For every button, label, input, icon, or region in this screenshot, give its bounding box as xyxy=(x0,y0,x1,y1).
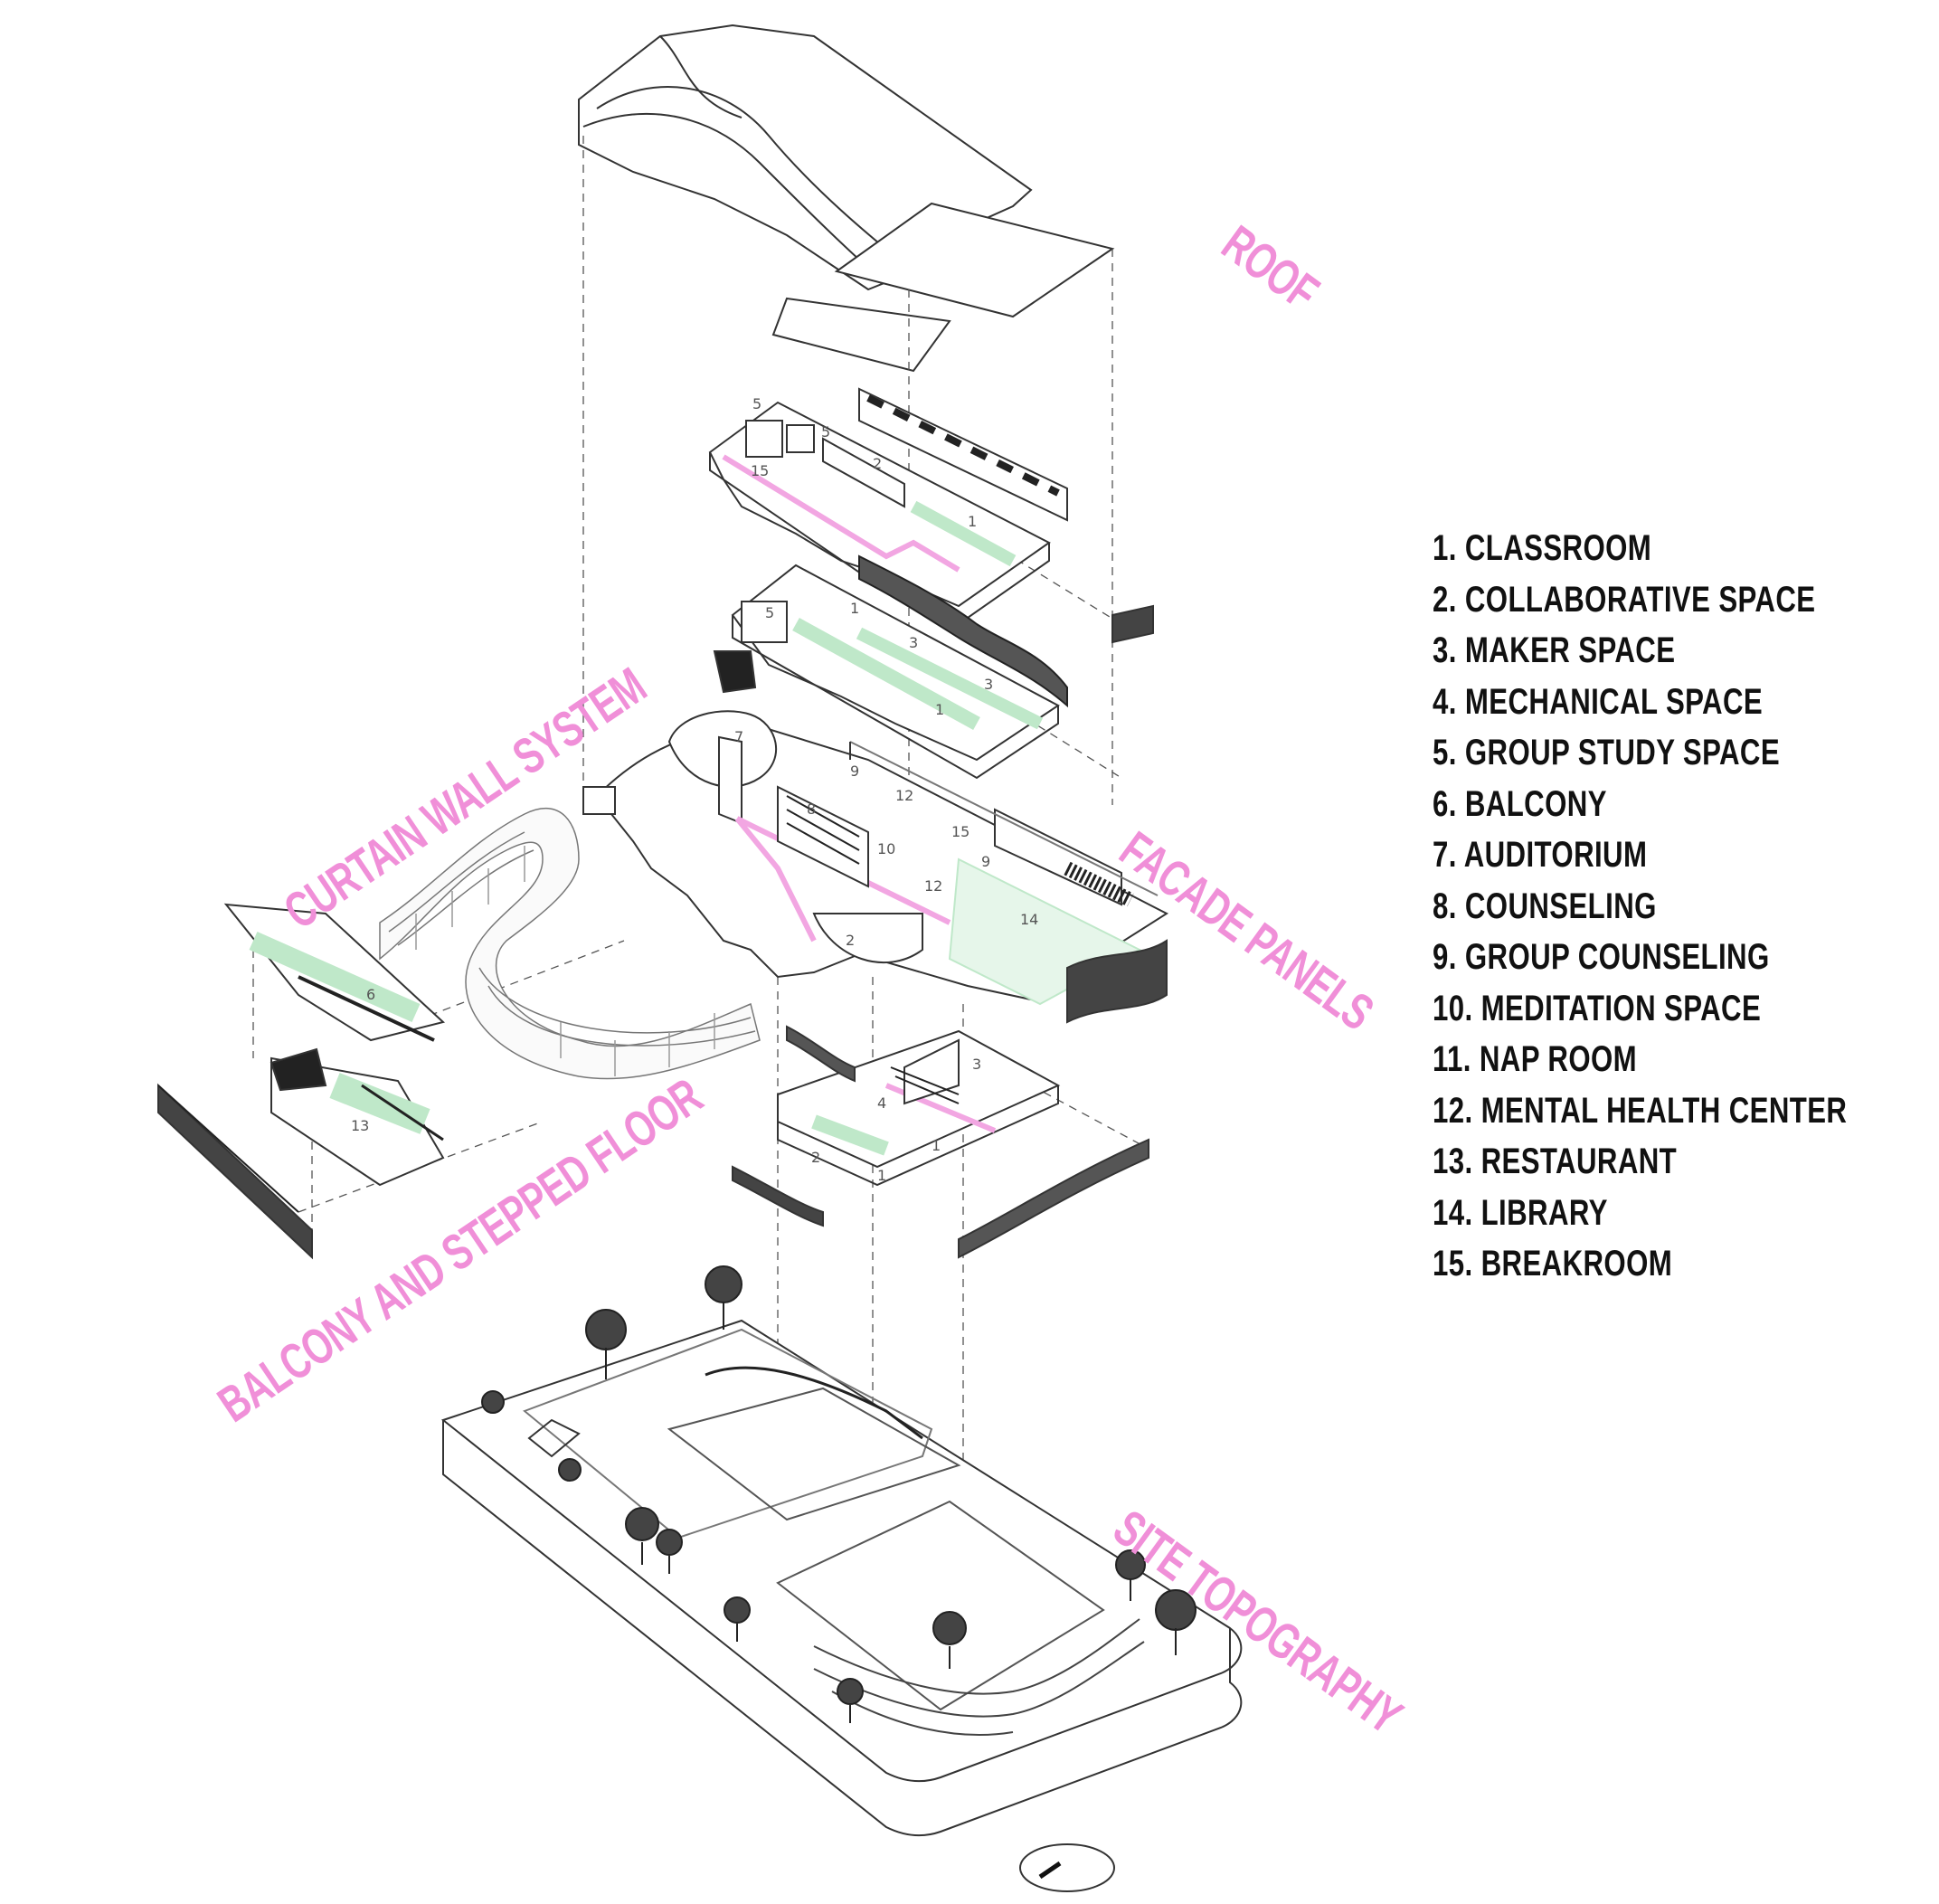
room-tag: 9 xyxy=(850,763,859,780)
legend-item: 8. COUNSELING xyxy=(1433,886,1657,926)
room-tag: 10 xyxy=(877,840,895,857)
room-tag: 1 xyxy=(850,600,859,617)
second-floor xyxy=(713,554,1154,780)
legend-item: 10. MEDITATION SPACE xyxy=(1433,988,1762,1028)
room-tag: 5 xyxy=(752,395,761,412)
legend-item: 6. BALCONY xyxy=(1433,783,1607,824)
legend-item: 1. CLASSROOM xyxy=(1433,528,1652,568)
legend-item: 4. MECHANICAL SPACE xyxy=(1433,681,1764,722)
room-tag: 9 xyxy=(981,853,990,870)
room-tag: 12 xyxy=(895,787,913,804)
room-tags: 5 5 15 2 1 5 1 3 3 1 7 9 8 10 12 15 12 9… xyxy=(351,395,1038,1184)
roof-layer xyxy=(578,24,1115,373)
legend-item: 2. COLLABORATIVE SPACE xyxy=(1433,579,1816,620)
north-arrow xyxy=(1019,1843,1115,1892)
room-tag: 5 xyxy=(821,423,830,440)
room-tag: 1 xyxy=(932,1137,941,1154)
room-tag: 2 xyxy=(873,455,882,472)
legend-item: 9. GROUP COUNSELING xyxy=(1433,937,1770,977)
legend-item: 15. BREAKROOM xyxy=(1433,1244,1673,1284)
room-tag: 5 xyxy=(765,604,774,621)
legend-item: 14. LIBRARY xyxy=(1433,1192,1608,1233)
lower-floor xyxy=(732,1025,1149,1259)
balcony-floor xyxy=(157,903,446,1260)
legend-item: 13. RESTAURANT xyxy=(1433,1141,1678,1181)
room-tag: 14 xyxy=(1020,911,1038,928)
room-tag: 3 xyxy=(984,676,993,693)
legend-item: 5. GROUP STUDY SPACE xyxy=(1433,733,1781,772)
room-tag: 15 xyxy=(751,462,769,479)
room-tag: 8 xyxy=(807,800,816,818)
legend-item: 11. NAP ROOM xyxy=(1433,1039,1638,1079)
room-tag: 1 xyxy=(968,513,977,530)
room-tag: 1 xyxy=(935,701,944,718)
legend-item: 12. MENTAL HEALTH CENTER xyxy=(1433,1090,1848,1131)
program-legend: 1. CLASSROOM 2. COLLABORATIVE SPACE 3. M… xyxy=(1433,523,1939,1290)
room-tag: 6 xyxy=(366,986,375,1003)
site-topography xyxy=(440,1265,1243,1837)
room-tag: 7 xyxy=(734,728,743,745)
curtain-wall xyxy=(379,808,761,1080)
main-floor xyxy=(582,710,1169,1024)
room-tag: 1 xyxy=(877,1167,886,1184)
legend-item: 7. AUDITORIUM xyxy=(1433,835,1648,875)
room-tag: 2 xyxy=(811,1149,820,1166)
room-tag: 3 xyxy=(909,634,918,651)
room-tag: 12 xyxy=(924,877,942,895)
legend-item: 3. MAKER SPACE xyxy=(1433,630,1676,670)
room-tag: 3 xyxy=(972,1056,981,1073)
room-tag: 2 xyxy=(846,932,855,949)
upper-floor xyxy=(708,387,1068,626)
room-tag: 4 xyxy=(877,1094,886,1112)
room-tag: 15 xyxy=(951,823,970,840)
room-tag: 13 xyxy=(351,1117,369,1134)
